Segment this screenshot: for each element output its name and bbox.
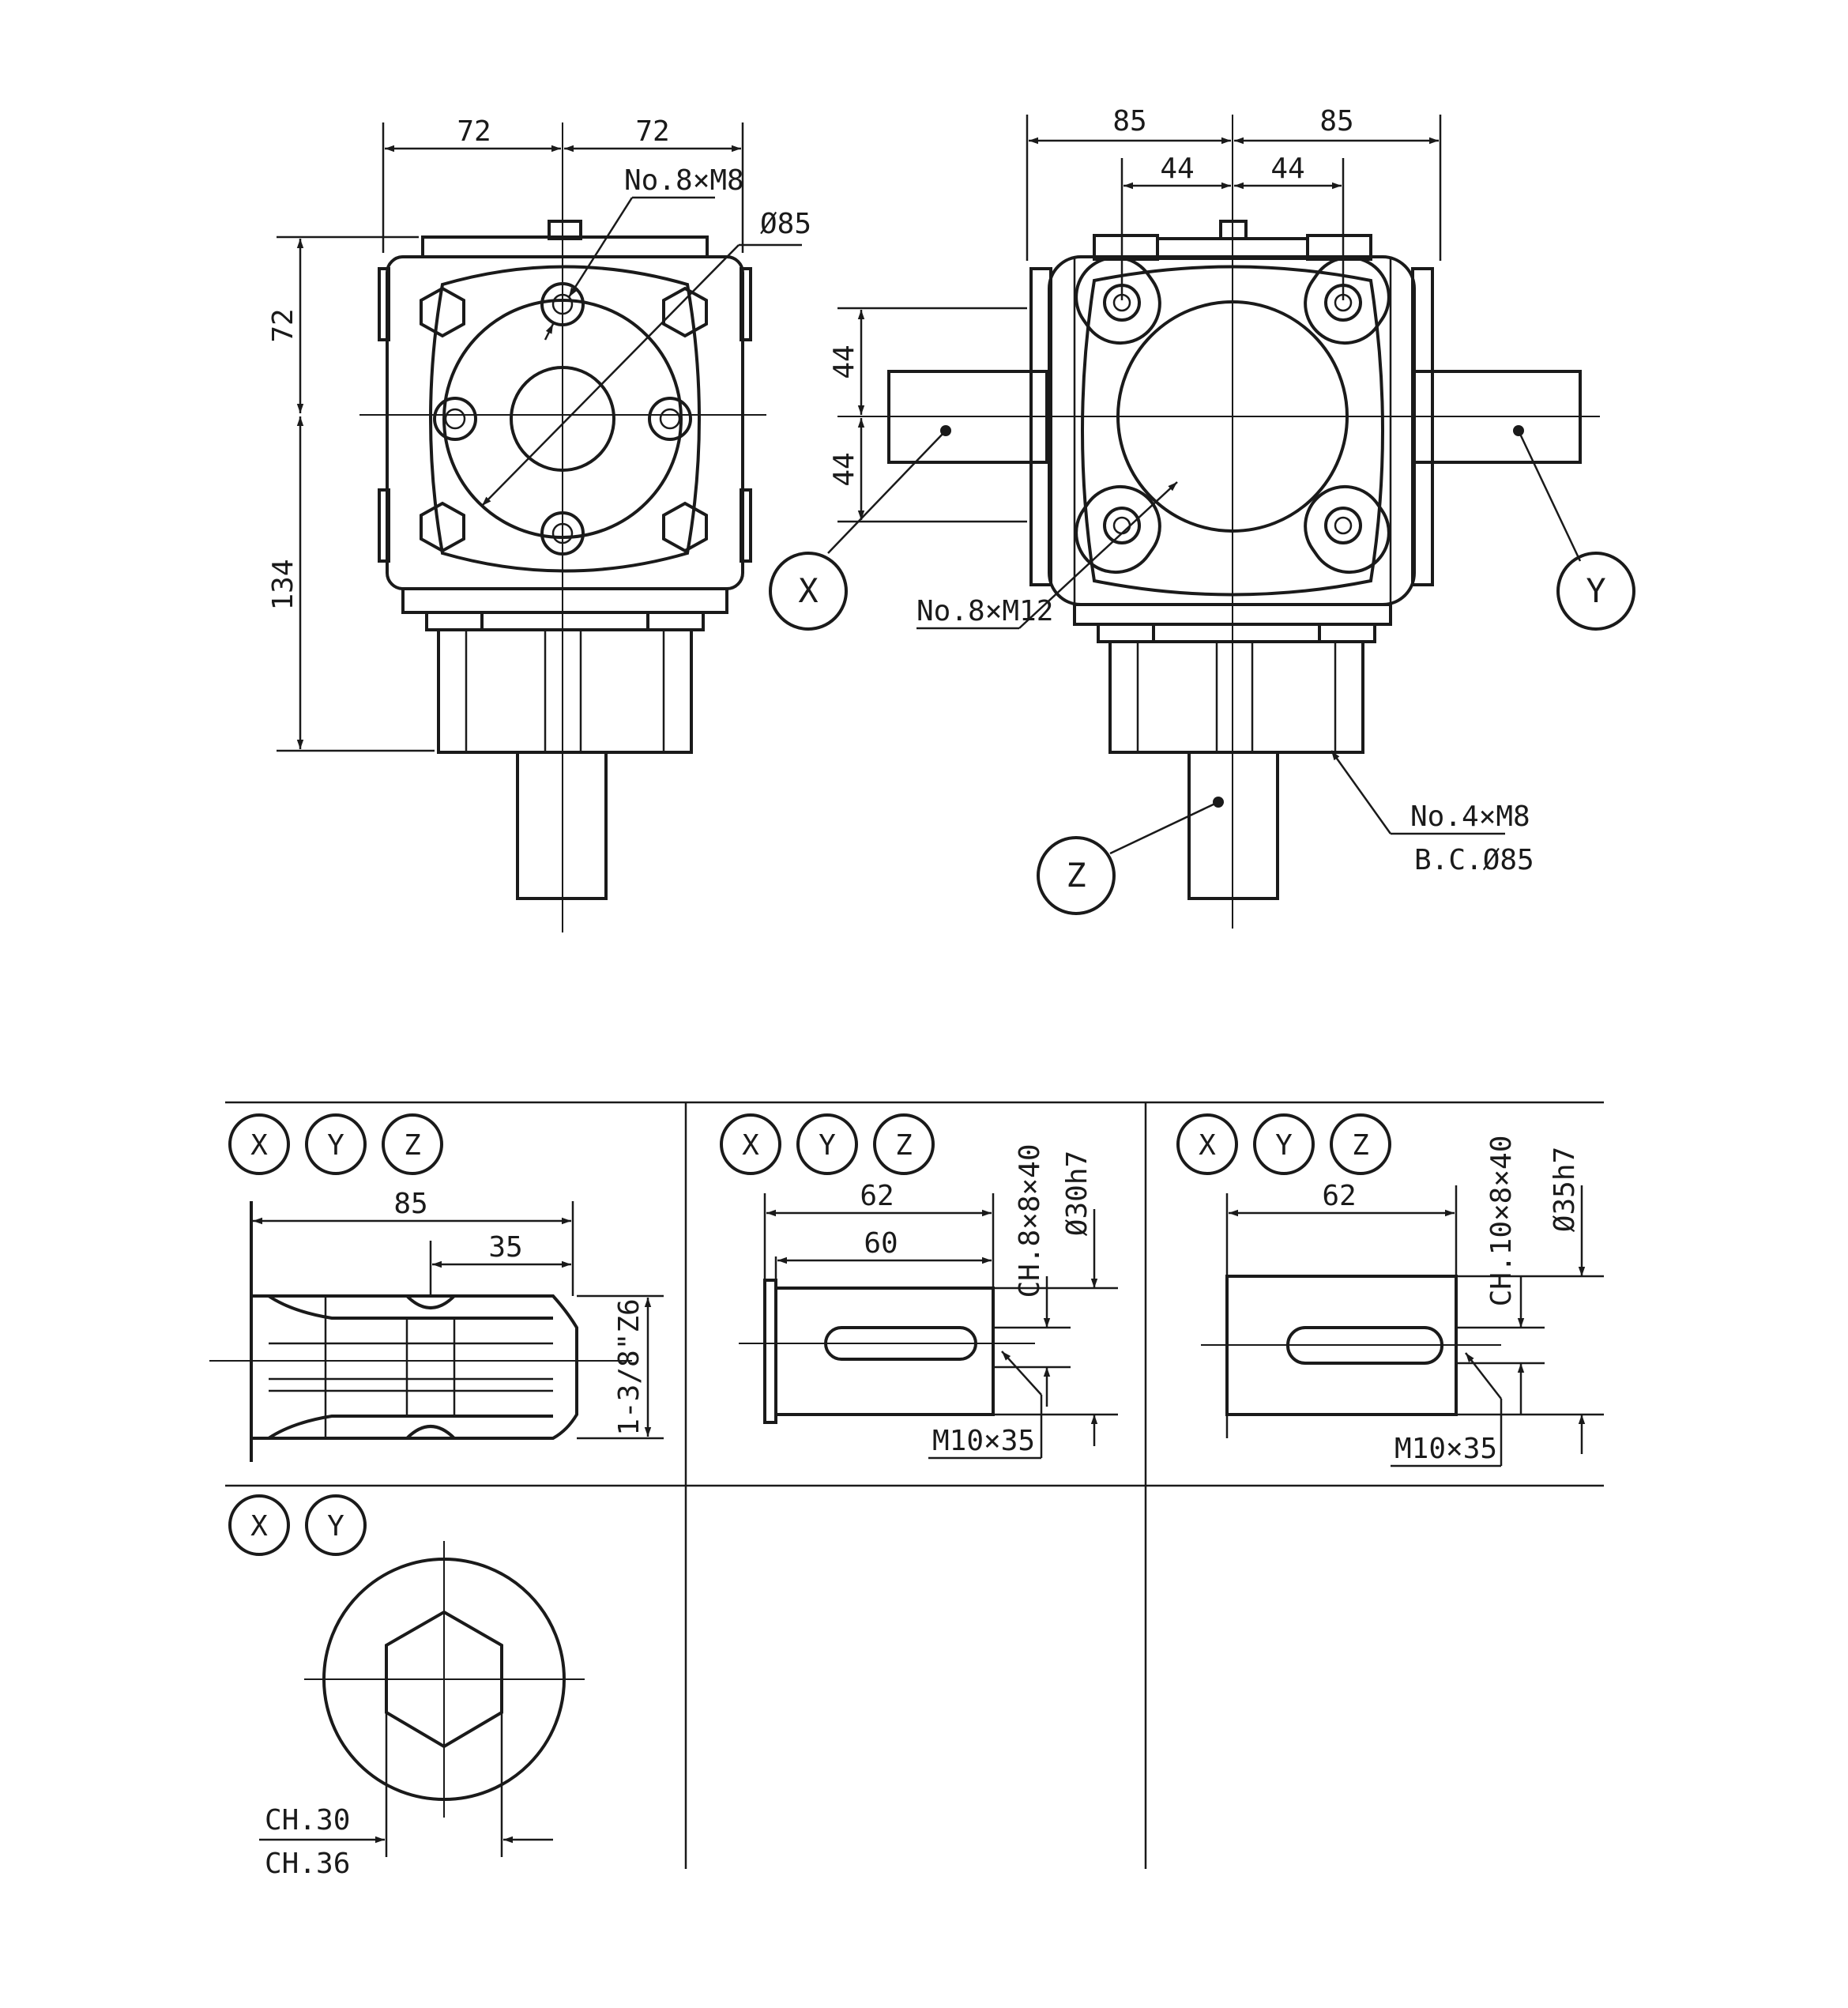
tag-z-label: Z — [1066, 856, 1086, 895]
top-right-view: X Y Z 85 85 44 44 44 44 No.8×M12 No.4×M8… — [769, 105, 1635, 929]
cell2-tag-y: Y — [819, 1129, 836, 1162]
callout-holes-m8: No.8×M8 — [624, 164, 744, 197]
cell-keyed-shaft-35: X Y Z 62 CH.10×8×40 Ø35h7 M10×35 — [1176, 1113, 1604, 1467]
tag-y-label: Y — [1586, 571, 1605, 610]
cell-hex-bore: X Y CH.30 CH.36 — [228, 1494, 585, 1880]
callout-bolt-circle: B.C.Ø85 — [1414, 844, 1534, 876]
cell3-tag-x: X — [1199, 1129, 1216, 1162]
cell1-tag-x: X — [250, 1129, 268, 1162]
callout-flange-diameter: Ø85 — [760, 208, 811, 240]
cell2-thread: M10×35 — [932, 1425, 1035, 1457]
hex-bolts — [420, 286, 708, 553]
cell4-hex-size-36: CH.36 — [265, 1848, 350, 1880]
cell1-tag-z: Z — [404, 1129, 421, 1162]
top-left-view: 72 72 72 134 No.8×M8 Ø85 — [267, 115, 811, 932]
cell2-dim-length: 62 — [860, 1180, 894, 1212]
dim-vert-upper: 44 — [828, 345, 860, 379]
cell3-dim-length: 62 — [1322, 1180, 1356, 1212]
cell1-dim-spline: 35 — [488, 1231, 522, 1264]
dim-height-upper: 72 — [267, 308, 299, 342]
dim-width-right: 72 — [635, 115, 669, 148]
cell1-spline-spec: 1-3/8"Z6 — [613, 1298, 645, 1435]
tag-x-label: X — [798, 571, 818, 610]
cell4-tag-y: Y — [327, 1510, 344, 1543]
corner-bolt-lobes — [1075, 255, 1391, 575]
cell2-tag-z: Z — [895, 1129, 913, 1162]
callout-holes-m12: No.8×M12 — [916, 595, 1053, 627]
dim-inner-right: 44 — [1270, 153, 1304, 185]
dim-height-lower: 134 — [267, 559, 299, 610]
cell2-shaft-dia: Ø30h7 — [1061, 1151, 1093, 1236]
dim-vert-lower: 44 — [828, 452, 860, 486]
dim-outer-right: 85 — [1319, 105, 1353, 138]
cell1-dim-length: 85 — [393, 1188, 427, 1220]
callout-flange-holes: No.4×M8 — [1410, 801, 1530, 833]
cell3-key-spec: CH.10×8×40 — [1485, 1136, 1518, 1307]
cell3-tag-y: Y — [1275, 1129, 1293, 1162]
dim-outer-left: 85 — [1112, 105, 1146, 138]
cell-keyed-shaft-30: X Y Z 62 60 CH.8×8×40 Ø30h7 M10×35 — [720, 1113, 1118, 1460]
cell2-key-spec: CH.8×8×40 — [1014, 1143, 1046, 1298]
shaft-options-table — [225, 1101, 1604, 1869]
tag-x — [769, 552, 848, 631]
cell4-hex-size-30: CH.30 — [265, 1804, 350, 1837]
cell3-shaft-dia: Ø35h7 — [1549, 1147, 1581, 1232]
cell3-thread: M10×35 — [1394, 1433, 1497, 1465]
cell4-tag-x: X — [250, 1510, 268, 1543]
cell3-tag-z: Z — [1352, 1129, 1369, 1162]
dim-inner-left: 44 — [1160, 153, 1194, 185]
cell2-dim-key: 60 — [864, 1227, 898, 1260]
tag-y — [1556, 552, 1635, 631]
tag-z — [1037, 836, 1116, 915]
cell1-tag-y: Y — [327, 1129, 344, 1162]
dim-width-left: 72 — [457, 115, 491, 148]
cell-spline-shaft: X Y Z 85 35 1-3/8"Z6 — [209, 1113, 664, 1462]
cell2-tag-x: X — [742, 1129, 759, 1162]
